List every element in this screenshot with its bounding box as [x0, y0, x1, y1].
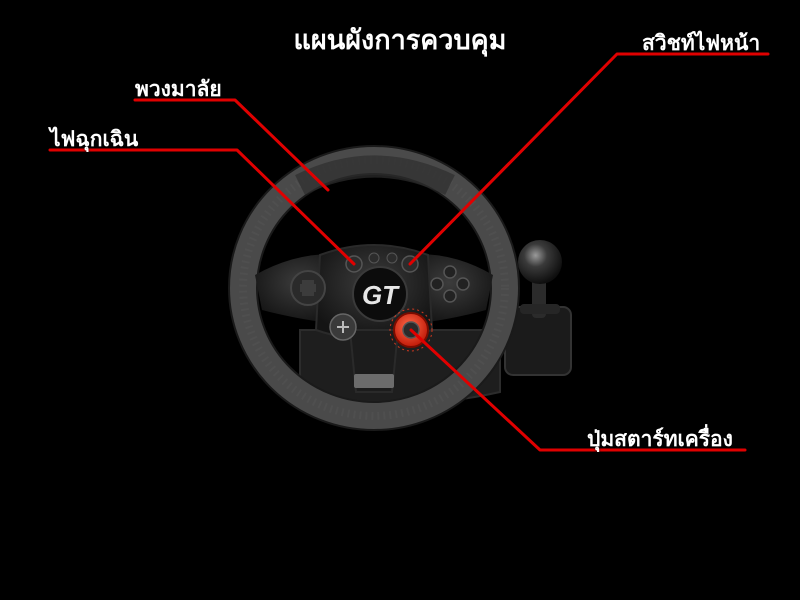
gear-shifter: [504, 240, 572, 376]
diagram-title: แผนผังการควบคุม: [293, 25, 507, 56]
center-logo: GT: [352, 266, 408, 322]
callout-line-hazard: [48, 148, 356, 266]
callout-line-headlight: [408, 52, 770, 266]
callout-line-wheel: [133, 98, 330, 192]
callout-line-start: [409, 328, 747, 452]
label-headlight: สวิชท์ไฟหน้า: [642, 31, 761, 55]
logo-text: GT: [362, 280, 400, 310]
label-wheel: พวงมาลัย: [135, 77, 222, 101]
label-hazard: ไฟฉุกเฉิน: [50, 127, 139, 151]
face-buttons: [430, 265, 470, 303]
plus-minus-dial: [329, 313, 357, 341]
label-start: ปุ่มสตาร์ทเครื่อง: [587, 427, 733, 451]
callout-lines: [48, 52, 770, 452]
shifter-knob: [518, 240, 562, 284]
brand-plate: [354, 374, 394, 388]
dpad: [290, 270, 326, 306]
